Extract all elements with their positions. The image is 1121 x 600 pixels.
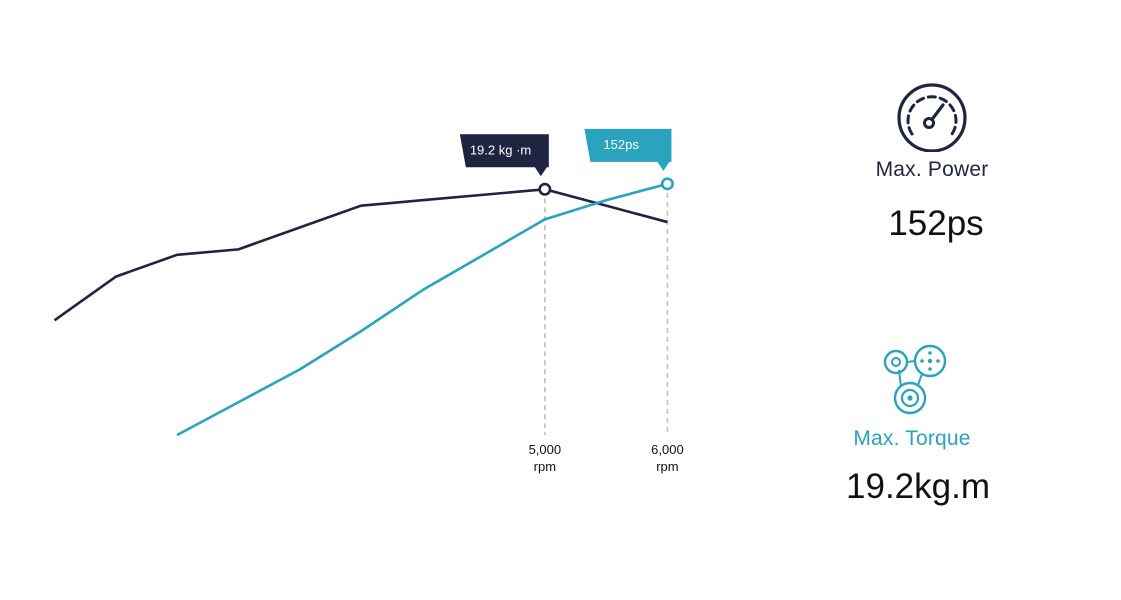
- peak-point-torque: [538, 182, 552, 196]
- max-torque-value: 19.2kg.m: [846, 467, 990, 506]
- x-tick-unit: rpm: [534, 459, 556, 474]
- callout-label-torque: 19.2 kg ·m: [470, 142, 531, 157]
- max-torque-label: Max. Torque: [853, 427, 971, 450]
- callout-tag-torque: [459, 134, 549, 177]
- series-line-power: [176, 182, 668, 437]
- max-power-spec: Max. Power 152ps: [832, 80, 1032, 244]
- max-power-value: 152ps: [888, 204, 984, 243]
- series-line-torque: [53, 188, 668, 322]
- callout-tag-power: [584, 128, 672, 171]
- callout-label-power: 152ps: [603, 137, 639, 152]
- speedometer-icon: [897, 83, 967, 152]
- x-tick-label: 6,000: [651, 442, 684, 457]
- max-torque-spec: Max. Torque 19.2kg.m: [812, 343, 1012, 507]
- x-tick-label: 5,000: [529, 442, 562, 457]
- gears-icon: [883, 344, 947, 415]
- peak-point-power: [660, 177, 674, 191]
- max-power-label: Max. Power: [875, 158, 989, 181]
- x-tick-unit: rpm: [656, 459, 678, 474]
